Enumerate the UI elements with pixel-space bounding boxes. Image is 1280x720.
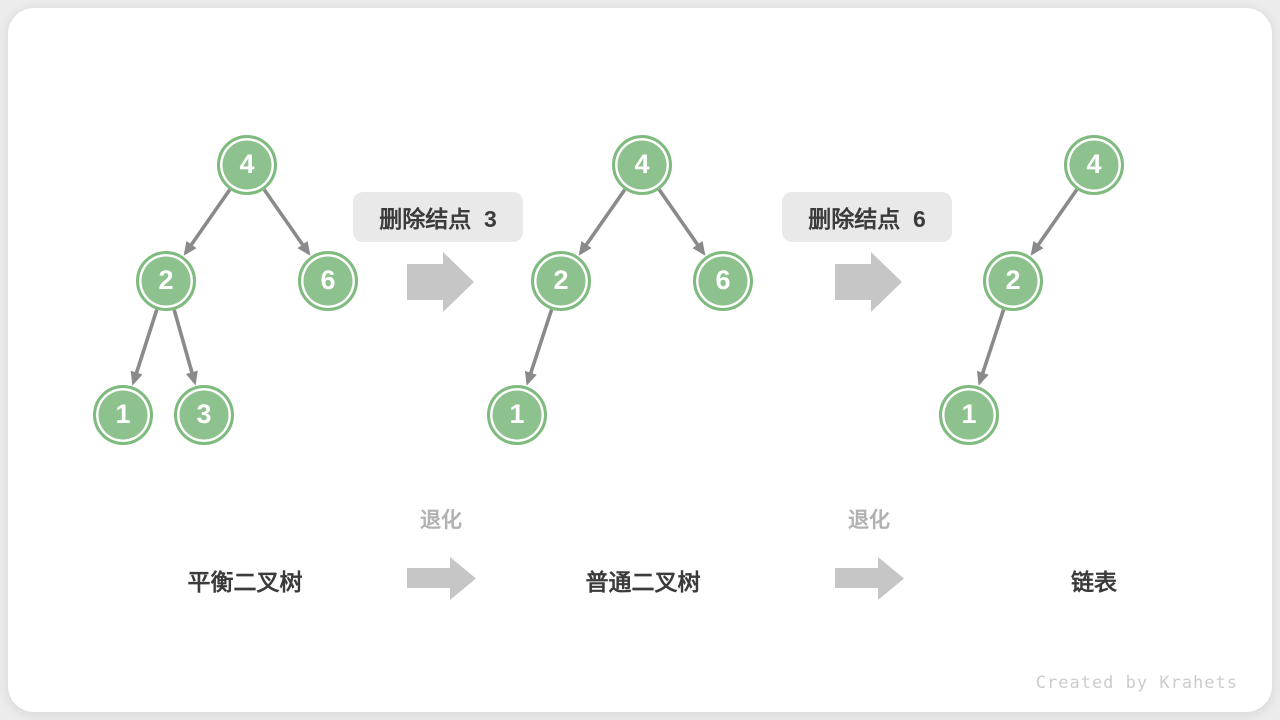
operation-badge-delete-6: 删除结点 6 [782,192,952,242]
tree-node: 2 [983,251,1043,311]
watermark-credit: Created by Krahets [1035,673,1238,693]
tree-node: 1 [93,385,153,445]
tree-node: 1 [939,385,999,445]
canvas-card [8,8,1272,712]
tree-node: 6 [298,251,358,311]
tree-node: 1 [487,385,547,445]
stage-label-balanced-tree: 平衡二叉树 [187,569,303,595]
tree-node: 6 [693,251,753,311]
tree-node: 3 [174,385,234,445]
operation-badge-delete-3: 删除结点 3 [353,192,523,242]
tree-node: 2 [531,251,591,311]
tree-node: 4 [612,135,672,195]
tree-node: 4 [1064,135,1124,195]
tree-node: 4 [217,135,277,195]
degenerate-label-2: 退化 [848,509,890,532]
stage-label-linked-list: 链表 [1071,569,1117,595]
degenerate-label-1: 退化 [420,509,462,532]
tree-node: 2 [136,251,196,311]
stage-label-ordinary-tree: 普通二叉树 [585,569,701,595]
